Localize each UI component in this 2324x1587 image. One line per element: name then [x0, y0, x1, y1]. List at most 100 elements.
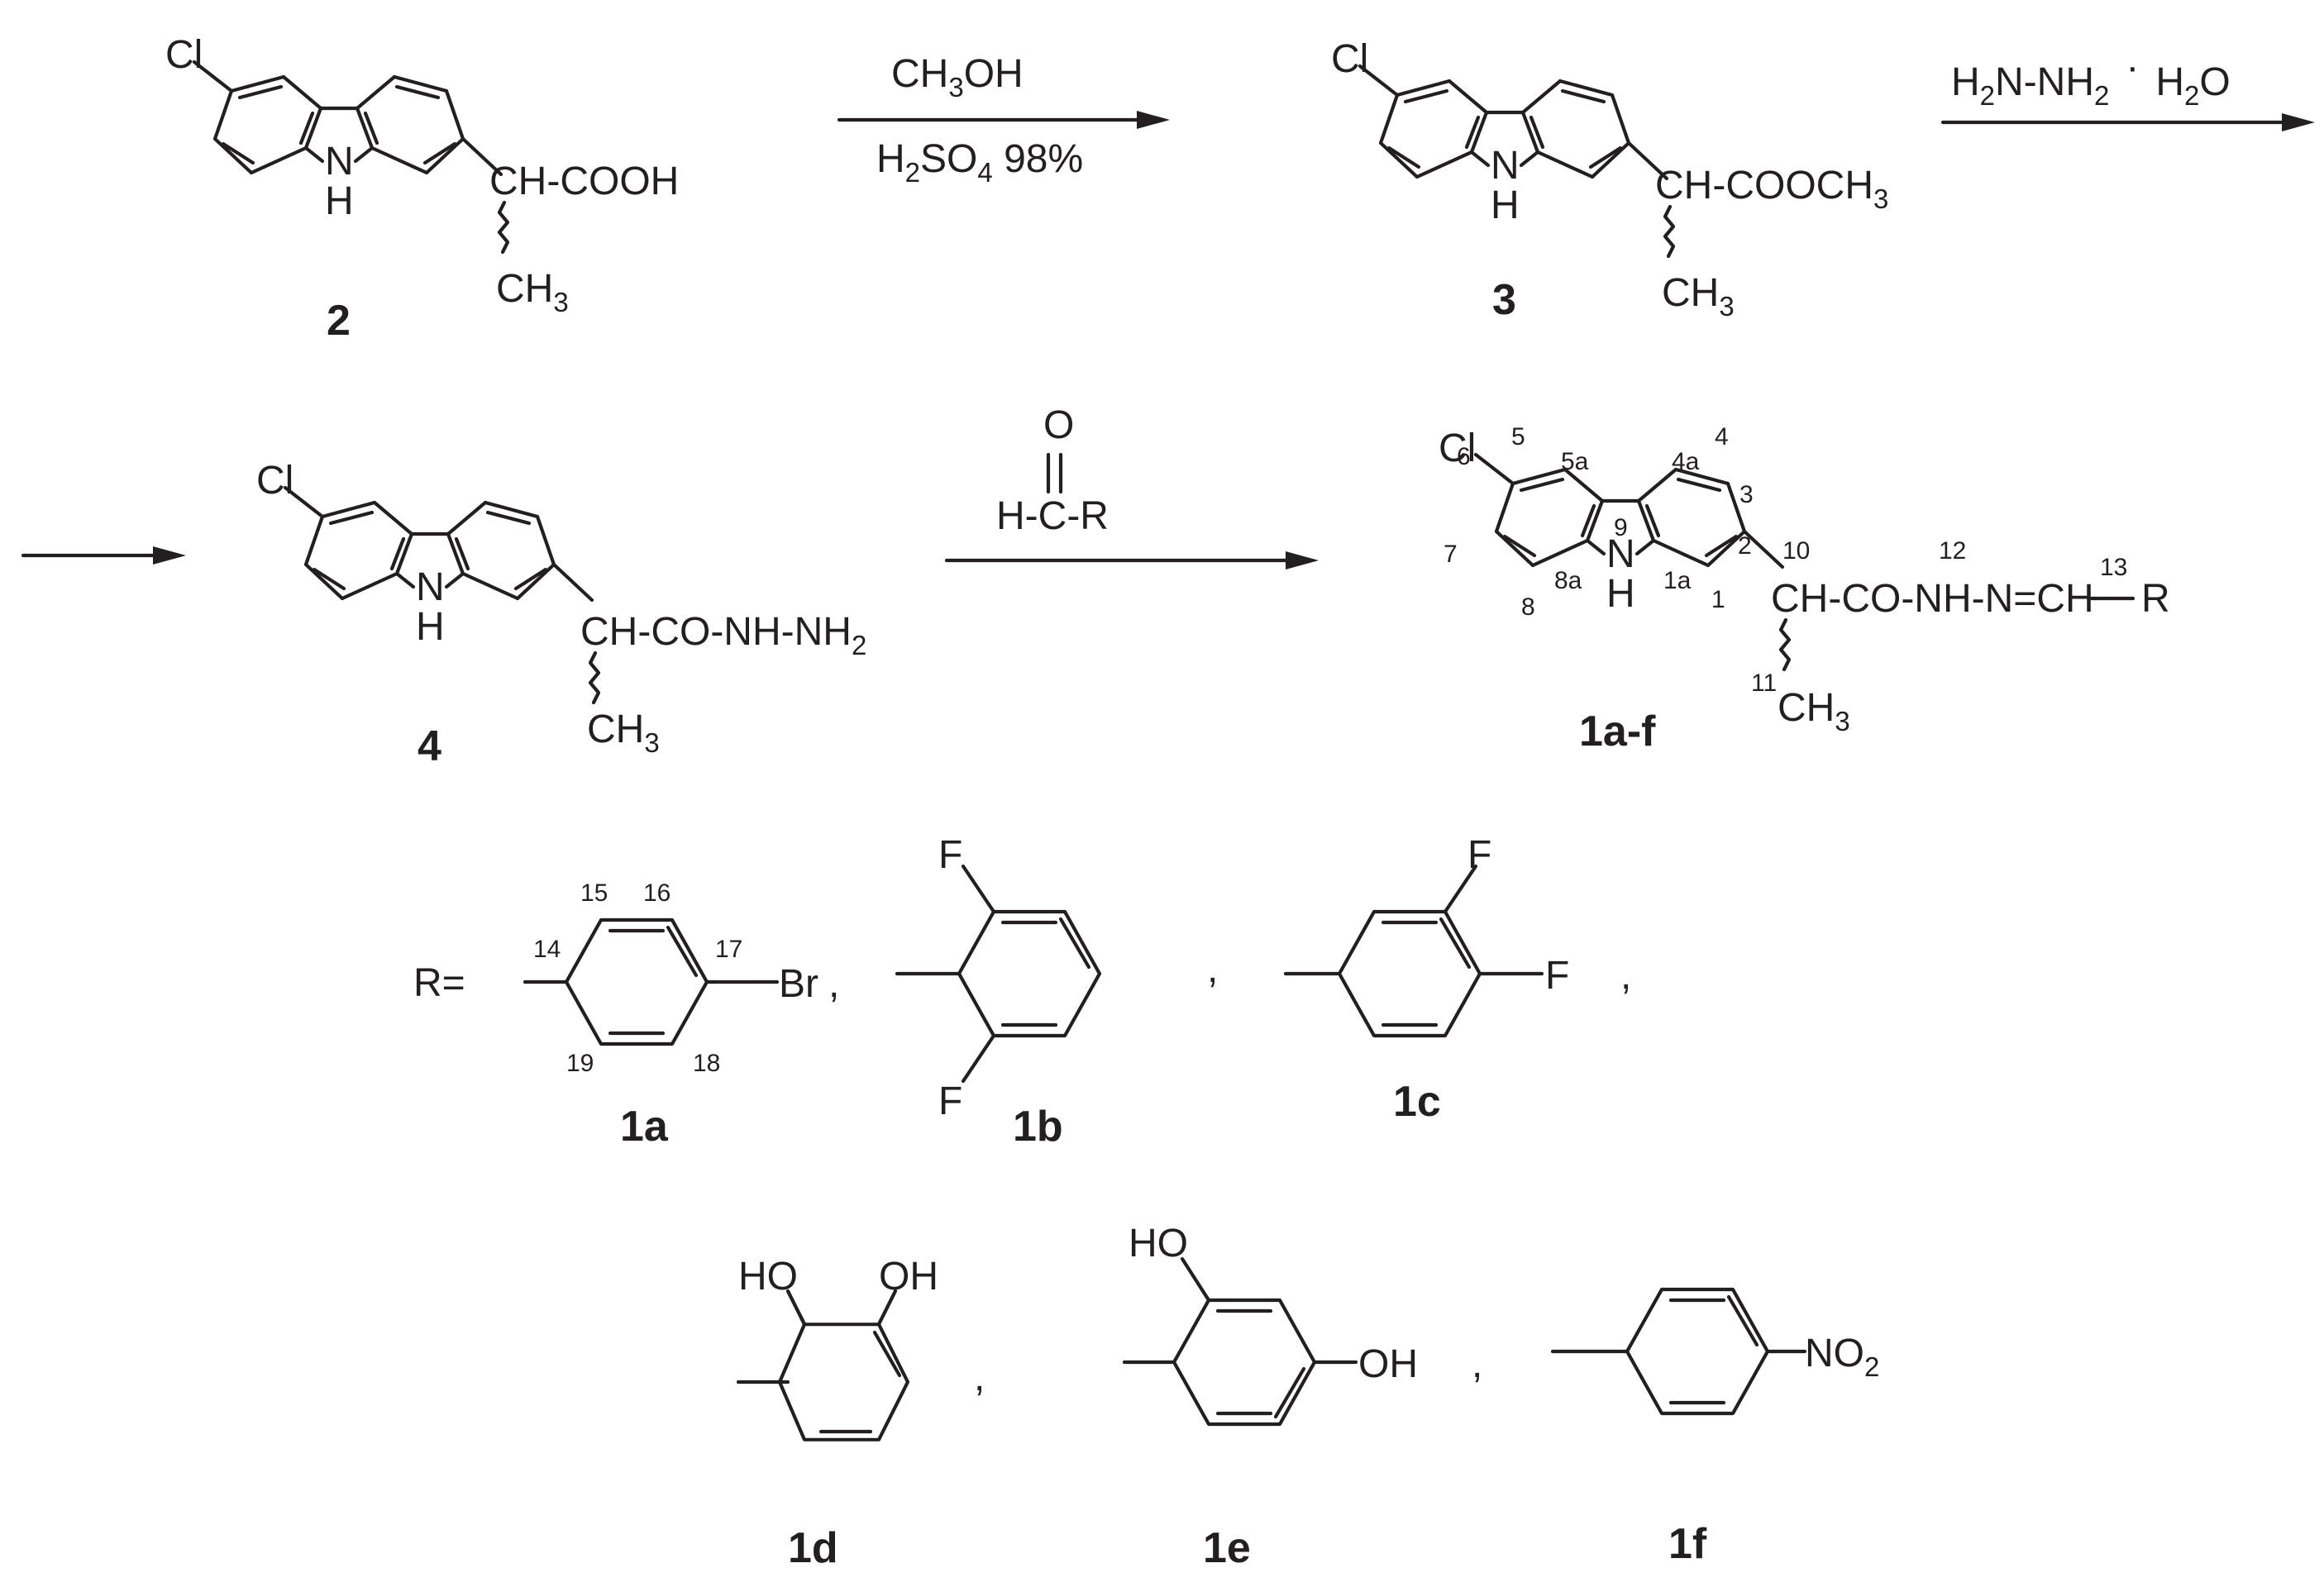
atom-number-4: 4 — [1715, 423, 1729, 450]
r-1b-label: 1b — [1013, 1103, 1063, 1151]
r-1b-f-bottom: F — [938, 1079, 962, 1123]
atom-number-3: 3 — [1739, 481, 1754, 508]
compound-4: Cl N H CH-CO-NH-NH2 CH3 4 — [256, 459, 866, 770]
step1-acid-conc: 98% — [993, 137, 1083, 181]
svg-text:CH3: CH3 — [1778, 686, 1850, 736]
r-group-1f: NO2 1f — [1550, 1287, 1879, 1568]
svg-text:14: 14 — [533, 936, 561, 963]
step2-hydrazine: H — [1951, 60, 1980, 104]
svg-text:CH3: CH3 — [496, 267, 569, 317]
svg-text:CH-COOCH3: CH-COOCH3 — [1655, 164, 1888, 214]
atom-number-2: 2 — [1738, 532, 1752, 560]
compound-2-h: H — [325, 179, 354, 223]
svg-text:CH3OH: CH3OH — [891, 52, 1024, 102]
compound-3: Cl N H CH-COOCH3 CH3 3 — [1331, 37, 1888, 324]
compound-4-methyl: CH — [587, 708, 644, 751]
compound-1af-h: H — [1606, 572, 1635, 616]
svg-text:CH3: CH3 — [587, 708, 660, 758]
r-1c-label: 1c — [1393, 1078, 1441, 1126]
arrow-step-3: O H-C-R — [944, 403, 1319, 570]
compound-2: Cl N H CH-COOH CH3 2 — [165, 33, 679, 345]
compound-3-methyl: CH — [1662, 271, 1719, 315]
compound-2-n: N — [325, 140, 354, 183]
atom-number-9: 9 — [1614, 514, 1628, 541]
svg-text:18: 18 — [693, 1050, 720, 1077]
r-group-1e: HO OH , 1e — [1122, 1222, 1482, 1572]
r-group-1b: F F , 1b — [895, 833, 1218, 1151]
svg-text:,: , — [974, 1356, 985, 1399]
compound-1af-side-chain: CH-CO-NH-N=CH — [1771, 577, 2094, 621]
r-1b-f-top: F — [938, 833, 962, 877]
atom-number-4a: 4a — [1672, 448, 1700, 475]
svg-text:16: 16 — [643, 879, 670, 907]
compound-4-h: H — [416, 605, 445, 649]
compound-4-label: 4 — [418, 722, 441, 770]
compound-4-cl: Cl — [256, 459, 293, 503]
r-1c-f-top: F — [1467, 833, 1491, 877]
atom-number-5: 5 — [1511, 423, 1525, 450]
step1-reagent-ch: CH — [891, 52, 948, 96]
atom-number-8: 8 — [1521, 593, 1535, 621]
compound-2-label: 2 — [327, 297, 351, 345]
atom-number-5a: 5a — [1561, 448, 1589, 475]
r-group-1a: Br , 14 15 16 17 18 19 1a — [523, 879, 839, 1151]
r-1e-label: 1e — [1203, 1524, 1251, 1572]
svg-text:19: 19 — [566, 1050, 594, 1077]
compound-4-side-chain: CH-CO-NH-NH — [580, 610, 852, 654]
compound-3-n: N — [1491, 144, 1520, 188]
r-1a-label: 1a — [620, 1103, 669, 1151]
step1-acid-h: H — [876, 137, 905, 181]
step2-dot: · — [2126, 45, 2139, 89]
svg-text:NO2: NO2 — [1805, 1332, 1879, 1382]
r-group-1d: HO OH , 1d — [736, 1255, 985, 1572]
atom-number-6: 6 — [1457, 443, 1471, 470]
atom-number-13: 13 — [2100, 554, 2127, 581]
compound-1af-methyl: CH — [1778, 686, 1835, 730]
atom-number-1a: 1a — [1663, 567, 1692, 594]
svg-text:15: 15 — [580, 879, 608, 907]
compound-1af-n: N — [1606, 532, 1635, 576]
compound-2-methyl-sub: 3 — [553, 287, 568, 317]
atom-number-11: 11 — [1751, 670, 1777, 697]
compound-1af-label: 1a-f — [1579, 708, 1656, 755]
atom-number-8a: 8a — [1554, 567, 1582, 594]
step3-oxygen: O — [1043, 403, 1074, 447]
step1-reagent-sub: 3 — [948, 72, 963, 102]
r-1d-label: 1d — [788, 1524, 838, 1572]
compound-1af-r: R — [2141, 577, 2170, 621]
compound-4-n: N — [416, 565, 445, 609]
r-1a-br: Br — [779, 962, 818, 1006]
r-1c-f-right: F — [1545, 954, 1569, 998]
svg-text:,: , — [1620, 954, 1631, 998]
arrow-step-1: CH3OH H2SO4 98% — [837, 52, 1170, 188]
svg-text:17: 17 — [715, 936, 742, 963]
svg-text:,: , — [828, 962, 839, 1006]
r-group-1c: F F , 1c — [1283, 833, 1631, 1126]
svg-text:,: , — [1472, 1342, 1482, 1386]
compound-2-cl: Cl — [165, 33, 203, 77]
compound-3-cl: Cl — [1331, 37, 1368, 81]
compound-2-side-chain: CH-COOH — [489, 160, 679, 203]
r-1e-ho: HO — [1129, 1222, 1188, 1265]
compound-3-side-chain: CH-COOCH — [1655, 164, 1873, 207]
atom-number-10: 10 — [1782, 537, 1810, 565]
atom-number-12: 12 — [1939, 537, 1966, 565]
atom-number-1: 1 — [1711, 586, 1725, 613]
step3-aldehyde: H-C-R — [996, 494, 1109, 538]
r-1f-no: NO — [1805, 1332, 1864, 1375]
step1-reagent-oh: OH — [964, 52, 1024, 96]
r-1d-ho: HO — [738, 1255, 798, 1299]
r-1e-oh: OH — [1358, 1342, 1418, 1386]
svg-text:H2N-NH2·H2O: H2N-NH2·H2O — [1951, 45, 2231, 111]
compound-1a-f: Cl N H CH-CO-NH-N=CH R CH3 1a-f 1 1a 2 3… — [1439, 423, 2170, 755]
compound-3-label: 3 — [1492, 276, 1516, 324]
r-1f-label: 1f — [1668, 1520, 1707, 1568]
atom-number-7: 7 — [1444, 541, 1458, 568]
arrow-step-2: H2N-NH2·H2O — [1940, 45, 2315, 131]
svg-text:CH3: CH3 — [1662, 271, 1735, 322]
r-equals: R= — [413, 961, 465, 1005]
r-1d-oh: OH — [879, 1255, 938, 1299]
svg-text:CH-CO-NH-N=CH: CH-CO-NH-N=CH — [1771, 577, 2094, 621]
compound-1af-cl: Cl — [1439, 427, 1476, 470]
